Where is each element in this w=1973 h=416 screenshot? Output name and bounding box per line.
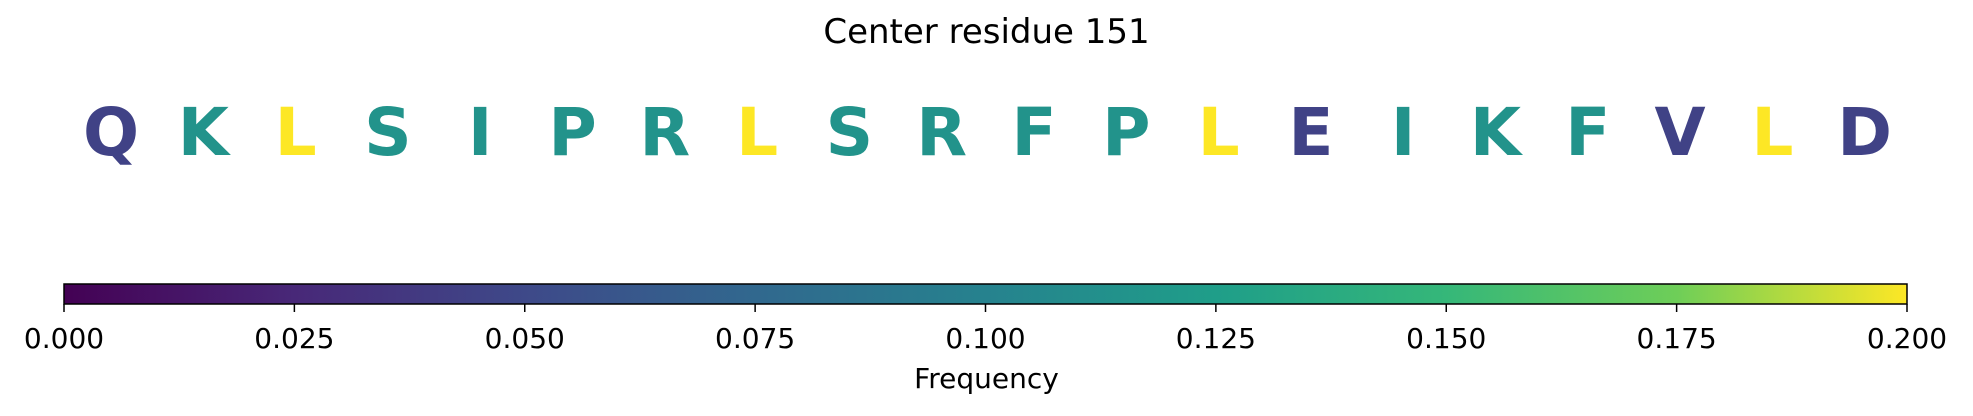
colorbar-tick-label: 0.050 bbox=[484, 322, 565, 355]
residue-letter: K bbox=[1469, 94, 1522, 171]
residue-letter: R bbox=[639, 94, 691, 171]
residue-letter: V bbox=[1654, 94, 1706, 171]
colorbar-tick-label: 0.175 bbox=[1636, 322, 1717, 355]
colorbar-tick-label: 0.025 bbox=[254, 322, 335, 355]
residue-letter: F bbox=[1565, 94, 1611, 171]
residue-letter: S bbox=[364, 94, 412, 171]
residue-letter: R bbox=[916, 94, 968, 171]
residue-letter: L bbox=[1197, 94, 1240, 171]
colorbar-tick-label: 0.125 bbox=[1175, 322, 1256, 355]
residue-letter: K bbox=[177, 94, 229, 171]
colorbar-tick-label: 0.000 bbox=[23, 322, 105, 355]
residue-letter: L bbox=[1751, 94, 1794, 171]
residue-letter: L bbox=[736, 94, 779, 171]
residue-letter: S bbox=[825, 94, 874, 171]
residue-letter: Q bbox=[82, 94, 140, 171]
colorbar-tick-label: 0.150 bbox=[1406, 322, 1487, 355]
residue-letter: D bbox=[1837, 94, 1893, 171]
colorbar-tick-label: 0.100 bbox=[945, 322, 1026, 355]
residue-letter: L bbox=[274, 94, 317, 171]
residue-letter: I bbox=[467, 94, 493, 171]
residue-letter: E bbox=[1288, 94, 1334, 171]
colorbar-gradient bbox=[63, 283, 1908, 305]
residue-letter: F bbox=[1011, 94, 1057, 171]
colorbar-tick-label: 0.200 bbox=[1866, 322, 1948, 355]
colorbar-tick-label: 0.075 bbox=[715, 322, 796, 355]
colorbar bbox=[63, 283, 1908, 312]
residue-letter: P bbox=[548, 94, 597, 171]
residue-letter: I bbox=[1390, 94, 1416, 171]
chart-title: Center residue 151 bbox=[823, 12, 1150, 52]
residue-letter: P bbox=[1102, 94, 1151, 171]
colorbar-label: Frequency bbox=[914, 362, 1059, 395]
